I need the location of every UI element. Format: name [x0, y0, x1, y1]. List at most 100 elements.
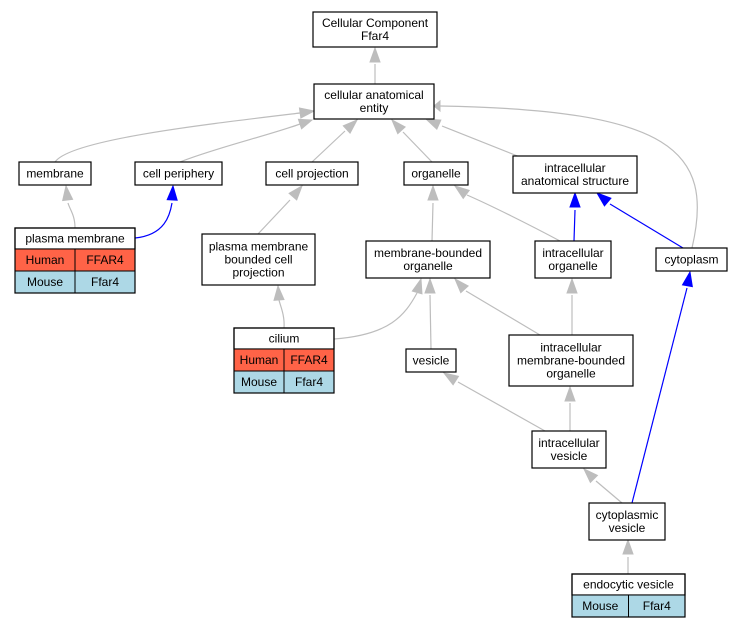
edge-intracellular-organelle-to-structure-arrowhead [569, 191, 581, 208]
species-label: Human [26, 253, 65, 267]
edge-cytoplasmic-vesicle-to-cytoplasm-line [631, 287, 688, 504]
edge-endocytic-to-cytoplasmic-vesicle [622, 538, 634, 574]
edge-intracellular-mbo-to-mbo [453, 277, 541, 336]
annotation-row-mouse: Mouse Ffar4 [14, 270, 136, 294]
go-term-intracellular-vesicle-label: intracellular [538, 436, 599, 450]
go-term-vesicle-box [405, 348, 457, 373]
go-term-membrane-box [18, 161, 92, 186]
go-term-cytoplasm-box [655, 247, 728, 272]
go-term-root-label: Cellular Component [322, 16, 429, 30]
edge-intracellular-structure-to-cae-arrowhead [424, 118, 442, 131]
go-term-intracellular-organelle-box [534, 240, 612, 279]
go-term-pm-bounded-projection-label: plasma membrane [209, 240, 309, 254]
go-term-pm-bounded-projection-box [201, 233, 316, 286]
go-term-cell-periphery-box [134, 161, 223, 186]
gene-label: Ffar4 [91, 275, 119, 289]
go-term-endocytic-vesicle-label: endocytic vesicle [583, 578, 674, 592]
edge-intracellular-organelle-to-organelle-arrowhead [453, 185, 471, 200]
edge-plasma-membrane-to-cell-periphery [134, 184, 178, 239]
edge-cell-periphery-to-cae [179, 118, 314, 163]
species-label: Human [240, 353, 279, 367]
go-term-organelle[interactable]: organelle [403, 161, 469, 186]
annotation-row-human: Human FFAR4 [233, 348, 335, 372]
edge-cae-to-root-arrowhead [369, 46, 381, 63]
edge-layer [54, 46, 698, 574]
edge-cell-periphery-to-cae-arrowhead [297, 118, 314, 130]
edge-intracellular-organelle-to-organelle-line [466, 194, 561, 242]
gene-label: FFAR4 [290, 353, 328, 367]
edge-plasma-membrane-to-membrane-arrowhead [62, 184, 74, 202]
edge-cytoplasm-to-cae-line [439, 105, 698, 249]
go-term-vesicle[interactable]: vesicle [405, 348, 457, 373]
edge-plasma-membrane-to-membrane-line [67, 202, 76, 229]
go-term-intracellular-organelle-label: intracellular [542, 246, 603, 260]
edge-intracellular-mbo-to-mbo-line [465, 290, 541, 336]
edge-intracellular-vesicle-to-intracellular-mbo-arrowhead [564, 385, 576, 402]
go-term-intracellular-structure-label: intracellular [544, 161, 605, 175]
go-term-cell-periphery[interactable]: cell periphery [134, 161, 223, 186]
edge-intracellular-vesicle-to-intracellular-mbo [564, 385, 576, 431]
edge-cytoplasm-to-cae [433, 99, 698, 249]
edge-intracellular-vesicle-to-vesicle-line [457, 381, 546, 432]
go-term-cell-periphery-label: cell periphery [143, 167, 214, 181]
go-term-cytoplasmic-vesicle-label: vesicle [609, 521, 646, 535]
edge-cytoplasmic-vesicle-to-intracellular-vesicle-arrowhead [582, 467, 599, 484]
go-term-intracellular-vesicle-label: vesicle [551, 449, 588, 463]
edge-organelle-to-cae [390, 118, 433, 163]
edge-cilium-to-pm-bounded-arrowhead [273, 284, 285, 301]
go-term-cell-projection-label: cell projection [275, 167, 348, 181]
edge-intracellular-structure-to-cae [424, 118, 521, 158]
go-term-intracellular-vesicle-box [531, 430, 607, 469]
edge-intracellular-structure-to-cae-line [441, 125, 521, 158]
go-term-cytoplasmic-vesicle-label: cytoplasmic [596, 508, 659, 522]
go-term-vesicle-label: vesicle [413, 354, 450, 368]
go-term-intracellular-mbo-label: intracellular [540, 341, 601, 355]
go-term-cell-projection[interactable]: cell projection [265, 161, 359, 186]
go-term-cytoplasm-label: cytoplasm [664, 253, 718, 267]
edge-cell-periphery-to-cae-line [179, 123, 301, 163]
edge-plasma-membrane-to-cell-periphery-arrowhead [166, 184, 178, 201]
gene-label: Ffar4 [295, 375, 323, 389]
edge-pm-bounded-to-cell-projection-arrowhead [288, 184, 303, 201]
go-term-root-box [312, 11, 438, 48]
go-term-intracellular-structure-label: anatomical structure [521, 174, 629, 188]
go-term-pm-bounded-projection-label: bounded cell [224, 253, 292, 267]
edge-vesicle-to-mbo [424, 277, 436, 350]
go-term-cytoplasm[interactable]: cytoplasm [655, 247, 728, 272]
species-label: Mouse [241, 375, 277, 389]
go-term-plasma-membrane-label: plasma membrane [25, 232, 125, 246]
edge-cytoplasm-to-cae-arrowhead [433, 99, 441, 113]
gene-label: Ffar4 [643, 599, 671, 613]
go-term-membrane[interactable]: membrane [18, 161, 92, 186]
edge-vesicle-to-mbo-line [429, 294, 432, 350]
annotation-row-mouse: Mouse Ffar4 [233, 370, 335, 394]
go-term-endocytic-vesicle-outline [571, 573, 686, 618]
go-term-intracellular-mbo-label: membrane-bounded [517, 354, 625, 368]
go-term-cae-box [313, 83, 435, 120]
go-term-cae-label: cellular anatomical [324, 88, 423, 102]
edge-membrane-to-cae [54, 107, 316, 163]
species-label: Mouse [27, 275, 63, 289]
go-term-root-label: Ffar4 [361, 29, 389, 43]
go-term-membrane-bounded-organelle-label: organelle [403, 259, 453, 273]
edge-organelle-to-cae-arrowhead [390, 118, 407, 135]
edge-cell-projection-to-cae [311, 118, 359, 163]
edge-cell-projection-to-cae-line [311, 130, 346, 163]
edge-organelle-to-cae-line [402, 131, 433, 163]
go-term-organelle-label: organelle [411, 167, 461, 181]
